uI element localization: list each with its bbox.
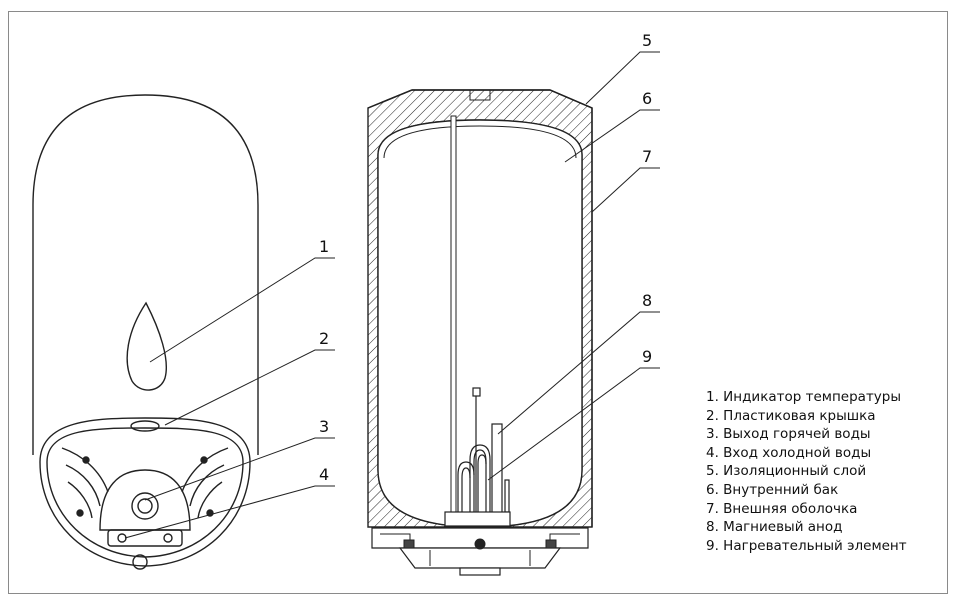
outer-shell bbox=[367, 89, 593, 527]
callout-labels: 1 2 3 4 5 6 7 8 9 bbox=[319, 31, 652, 484]
legend-item: 2. Пластиковая крышка bbox=[706, 407, 876, 424]
callout-5: 5 bbox=[642, 31, 652, 50]
temperature-indicator bbox=[126, 301, 167, 391]
inner-tank bbox=[377, 119, 583, 528]
cold-water-inlet bbox=[117, 533, 127, 543]
heater-section-view bbox=[367, 89, 593, 576]
callout-2: 2 bbox=[319, 329, 329, 348]
legend-item: 6. Внутренний бак bbox=[706, 481, 839, 498]
legend-item: 4. Вход холодной воды bbox=[706, 444, 872, 461]
leader-lines-left bbox=[124, 257, 335, 539]
plastic-cover bbox=[39, 417, 251, 567]
callout-9: 9 bbox=[642, 347, 652, 366]
legend-item: 3. Выход горячей воды bbox=[706, 426, 871, 443]
diagram-frame bbox=[8, 11, 948, 594]
callout-1: 1 bbox=[319, 237, 329, 256]
parts-legend: 1. Индикатор температуры 2. Пластиковая … bbox=[706, 388, 907, 555]
heater-body-outline bbox=[32, 94, 259, 455]
heater-exterior-view bbox=[32, 94, 259, 570]
legend-item: 7. Внешняя оболочка bbox=[706, 500, 858, 517]
callout-6: 6 bbox=[642, 89, 652, 108]
callout-4: 4 bbox=[319, 465, 329, 484]
leader-lines-right bbox=[487, 51, 660, 481]
legend-item: 8. Магниевый анод bbox=[706, 519, 843, 536]
magnesium-anode bbox=[491, 423, 503, 515]
legend-item: 9. Нагревательный элемент bbox=[706, 537, 907, 554]
outlet-panel bbox=[99, 469, 191, 531]
legend-item: 1. Индикатор температуры bbox=[706, 389, 902, 405]
callout-8: 8 bbox=[642, 291, 652, 310]
hot-water-outlet bbox=[131, 492, 159, 520]
heating-element bbox=[457, 387, 510, 515]
callout-7: 7 bbox=[642, 147, 652, 166]
legend-item: 5. Изоляционный слой bbox=[706, 463, 867, 480]
callout-3: 3 bbox=[319, 417, 329, 436]
